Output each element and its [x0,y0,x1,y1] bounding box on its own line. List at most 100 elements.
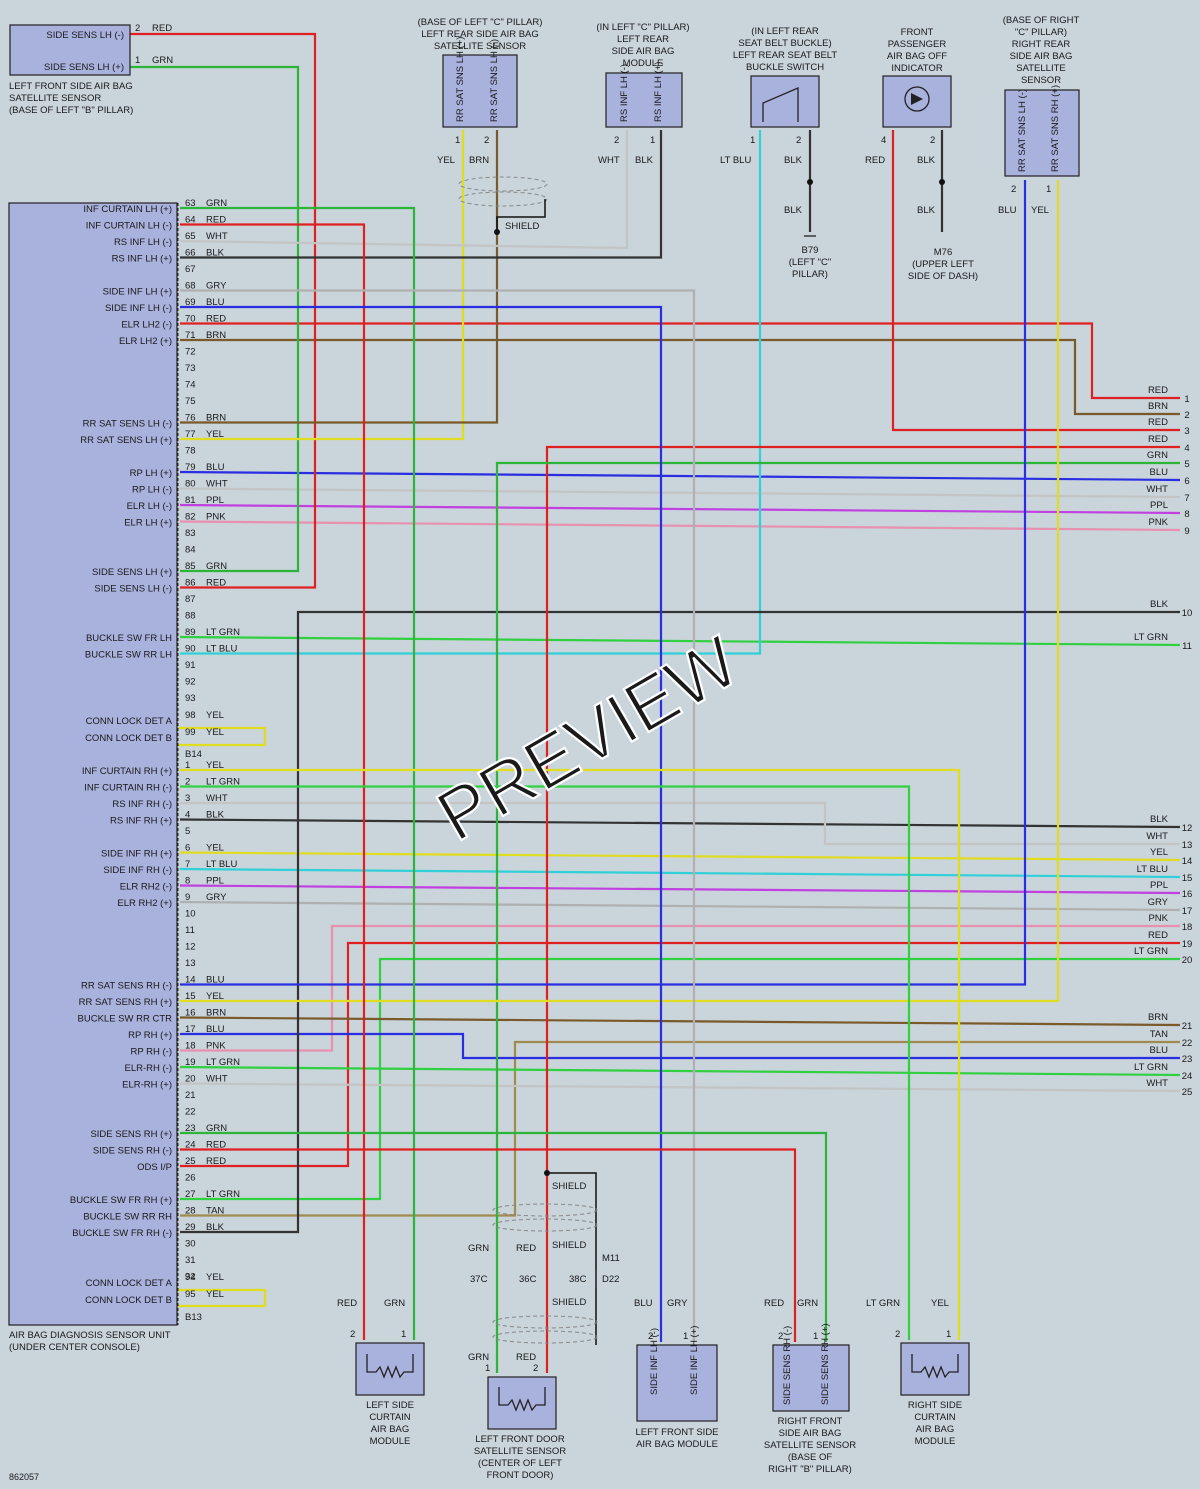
terminal-wire-color: BLU [1150,467,1169,478]
wire-rr-sat-rh-minus [180,180,1027,986]
wire-color: GRN [384,1298,405,1309]
shield-drain [496,199,546,232]
unit-wire-color: YEL [206,727,224,738]
terminal-wire-color: LT GRN [1134,632,1168,643]
terminal-wire-color: RED [1148,417,1168,428]
unit-pin-number: 68 [185,281,196,292]
unit-pin-number: 83 [185,528,196,539]
wire-t2 [180,338,1180,416]
unit-pin-number: 79 [185,462,196,473]
pin-number: 1 [650,135,655,146]
unit-pin-number: 88 [185,611,196,622]
unit-pin-number: 99 [185,727,196,738]
wire-color: RED [764,1298,784,1309]
unit-wire-color: BLU [206,975,225,986]
unit-wire-color: GRN [206,1123,227,1134]
switch-symbol [762,87,799,122]
wire-side-sens-lh-minus [130,32,317,589]
unit-pin-number: 16 [185,1008,196,1019]
unit-pin-number: 90 [185,644,196,655]
unit-pin-number: 1 [185,760,190,771]
wire-color: RED [516,1352,536,1363]
unit-pin-number: 86 [185,578,196,589]
unit-wire-color: RED [206,578,226,589]
unit-pin-number: 71 [185,330,196,341]
unit-wire-color: PPL [206,876,224,887]
lr-module-caption: (IN LEFT "C" PILLAR) [596,22,689,33]
pin-number: 2 [350,1329,355,1340]
unit-pin-number: 6 [185,843,190,854]
wire-t16 [179,884,1181,895]
lr-side-sensor-caption: (BASE OF LEFT "C" PILLAR) [418,17,543,28]
unit-pin-name: CONN LOCK DET B [85,733,172,744]
unit-wire-color: PNK [206,1041,226,1052]
wire-curtain-rh-minus [180,785,911,1340]
wire-color: BLK [784,205,803,216]
unit-wire-color: BLK [206,810,225,821]
wire-color: YEL [437,155,455,166]
inner-label: RR SAT SNS RH (+) [1050,85,1061,172]
pin-number: 1 [750,135,755,146]
terminal-wire-color: BRN [1148,1012,1168,1023]
unit-pin-name: RR SAT SENS LH (+) [80,435,172,446]
unit-pin-name: CONN LOCK DET A [86,1278,173,1289]
unit-pin-name: SIDE INF RH (+) [101,849,172,860]
rf-curtain-box [900,1342,970,1396]
connector-pin: 38C [569,1274,587,1285]
unit-pin-number: 77 [185,429,196,440]
wire-color: BRN [469,155,489,166]
unit-pin-name: INF CURTAIN RH (-) [84,783,172,794]
lf-curtain-box [355,1342,425,1396]
shield-label: SHIELD [552,1297,586,1308]
led-symbol [904,86,930,112]
unit-pin-number: 11 [185,925,195,936]
unit-pin-number: 21 [185,1090,196,1101]
wire-color: BLK [635,155,654,166]
passenger-indicator-caption: PASSENGER [888,39,947,50]
lr-side-sensor-caption: SATELLITE SENSOR [434,41,526,52]
unit-pin-number: 76 [185,413,196,424]
shield-ellipse [492,1203,598,1217]
wire-color: BLK [917,155,936,166]
unit-pin-number: 27 [185,1189,196,1200]
pin-number: 2 [1011,184,1016,195]
unit-pin-name: RR SAT SENS RH (-) [81,981,172,992]
pin-number: 2 [533,1363,538,1374]
unit-pin-name: ODS I/P [137,1162,172,1173]
unit-wire-color: LT BLU [206,859,237,870]
wire-color: GRY [667,1298,688,1309]
unit-pin-name: ELR RH2 (-) [120,882,172,893]
pin-number: 1 [401,1329,406,1340]
unit-pin-name: CONN LOCK DET B [85,1295,172,1306]
terminal-wire-color: BLU [1150,1045,1169,1056]
inner-label: RR SAT SNS LH (-) [1017,89,1028,172]
pin-number: 2 [135,23,140,34]
connector-b14: B14 [185,749,202,760]
wire-color: YEL [931,1298,949,1309]
unit-wire-color: LT GRN [206,1057,240,1068]
wire-curtain-lh-minus [180,223,366,1340]
unit-pin-number: 29 [185,1222,196,1233]
unit-wire-color: BRN [206,413,226,424]
wire-color: GRN [152,55,173,66]
unit-pin-name: BUCKLE SW RR CTR [78,1014,173,1025]
unit-pin-number: 70 [185,314,196,325]
terminal-wire-color: LT BLU [1137,864,1168,875]
ground-b79: PILLAR) [792,269,828,280]
terminal-wire-color: RED [1148,385,1168,396]
lr-module-caption: MODULE [623,58,664,69]
terminal-wire-color: PNK [1148,913,1168,924]
ground-m76: SIDE OF DASH) [908,271,978,282]
terminal-number: 16 [1182,889,1193,900]
wire-t21 [179,1016,1181,1027]
unit-wire-color: WHT [206,1074,228,1085]
pin-number: 1 [1046,184,1051,195]
rf-curtain-caption: CURTAIN [914,1412,955,1423]
unit-pin-number: 67 [185,264,196,275]
terminal-wire-color: RED [1148,434,1168,445]
wire-rr-sat-lh-plus [180,130,465,441]
unit-wire-color: YEL [206,843,224,854]
unit-wire-color: PNK [206,512,226,523]
terminal-number: 25 [1182,1087,1193,1098]
